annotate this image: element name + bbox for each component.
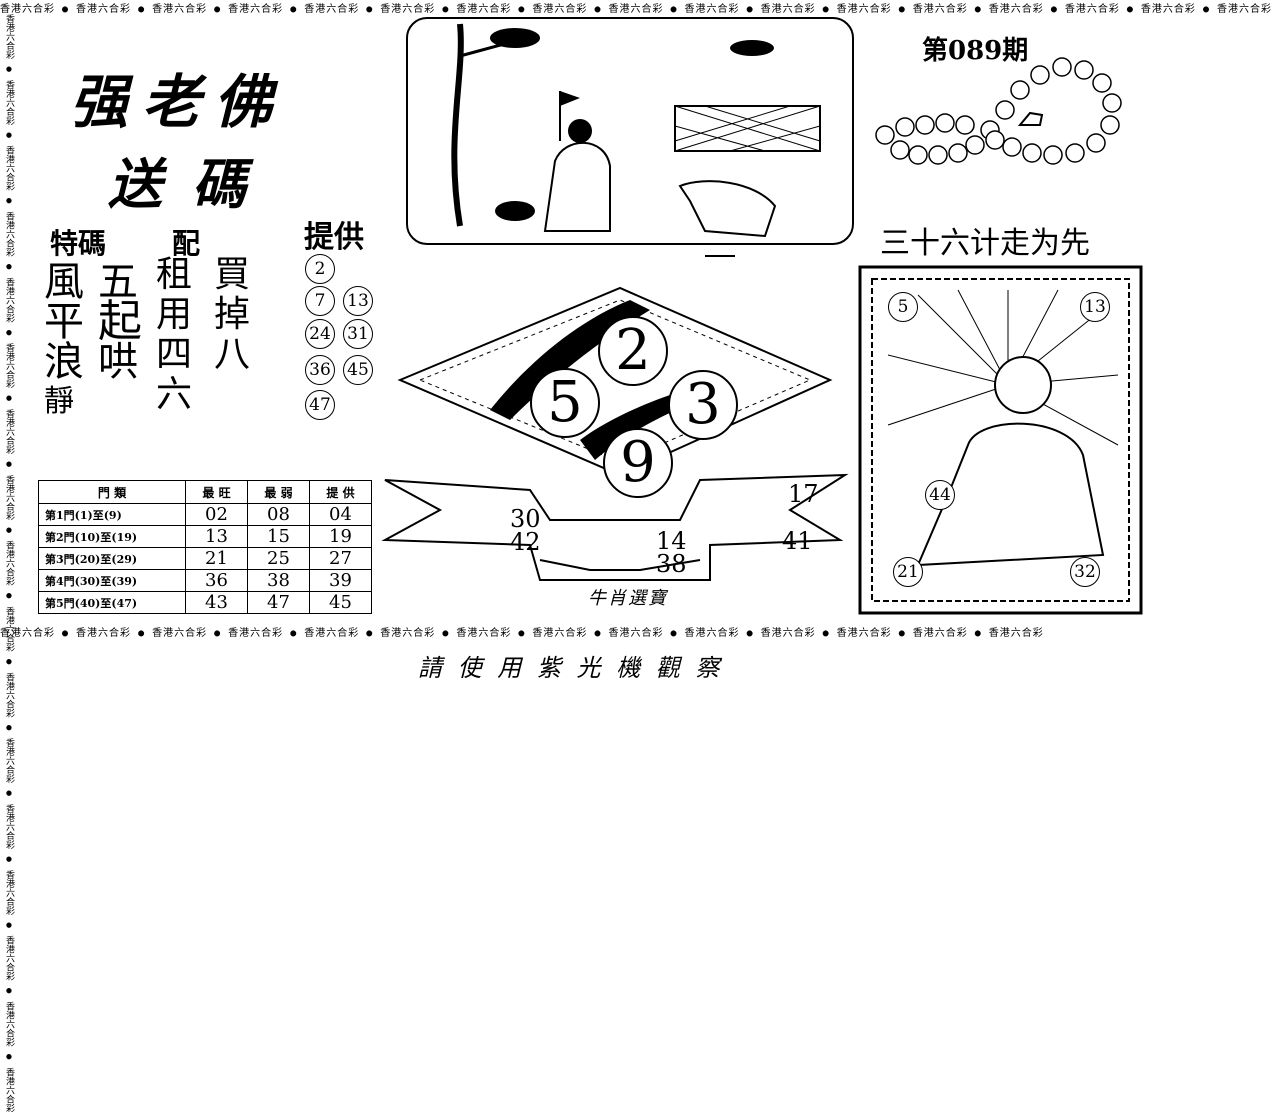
table-cell: 08 [247,503,310,526]
buddha-number: 5 [888,292,918,322]
lucky-ball: 5 [530,368,600,438]
poem-char: 起 [98,296,142,347]
table-row: 第2門(10)至(19) 13 15 19 [38,525,372,548]
table-cell: 13 [185,525,248,548]
table-cell: 第5門(40)至(47) [38,591,186,614]
poem-char: 五 [98,259,138,305]
poem-column-2: 五 起 哄 [98,262,148,382]
table-row: 第4門(30)至(39) 36 38 39 [38,569,372,592]
table-cell: 43 [185,591,248,614]
ribbon-seal: 牛肖選寶 [588,588,668,609]
poem-column-1: 風 平 浪 靜 [44,262,88,422]
table-cell: 47 [247,591,310,614]
story-illustration [406,17,854,257]
top-border-strip: 香港六合彩 ● 香港六合彩 ● 香港六合彩 ● 香港六合彩 ● 香港六合彩 ● … [0,4,1272,15]
ribbon-number: 38 [656,550,687,578]
provide-number: 13 [343,286,373,316]
poem-char: 哄 [98,339,138,385]
table-header: 提 供 [309,480,372,504]
provide-number: 7 [305,286,335,316]
table-cell: 02 [185,503,248,526]
provide-number: 47 [305,390,335,420]
gates-table: 門 類 最 旺 最 弱 提 供 第1門(1)至(9) 02 08 04 第2門(… [38,480,372,614]
poem-char: 八 [214,334,251,375]
buddha-number: 13 [1080,292,1110,322]
provide-number: 36 [305,355,335,385]
buddha-number: 32 [1070,557,1100,587]
bead-decoration [875,57,1122,165]
issue-number: 第089期 [922,36,1029,66]
table-header: 門 類 [38,480,186,504]
table-header: 最 弱 [247,480,310,504]
poem-char: 風 [44,259,84,305]
table-cell: 39 [309,569,372,592]
lucky-ball: 9 [603,428,673,498]
poem-column-4: 買 掉 八 [214,255,258,375]
footer-note: 請 使 用 紫 光 機 觀 察 [418,654,724,682]
table-cell: 第2門(10)至(19) [38,525,186,548]
ribbon-number: 30 [510,505,541,533]
poem-char: 用 [156,294,193,335]
table-header-row: 門 類 最 旺 最 弱 提 供 [38,480,372,504]
page-subtitle: 送碼 [108,152,276,216]
ribbon-number: 42 [510,528,541,556]
provide-number: 24 [305,319,335,349]
buddha-number: 44 [925,480,955,510]
provide-label: 提供 [304,220,364,255]
table-cell: 21 [185,547,248,570]
poem-char: 靜 [44,384,74,419]
left-border-strip: 香港六合彩 ● 香港六合彩 ● 香港六合彩 ● 香港六合彩 ● 香港六合彩 ● … [4,14,14,1112]
buddha-number: 21 [893,557,923,587]
provide-number: 31 [343,319,373,349]
table-header: 最 旺 [185,480,248,504]
table-row: 第5門(40)至(47) 43 47 45 [38,591,372,614]
poem-char: 六 [156,374,193,415]
ribbon-number: 14 [656,527,687,555]
ribbon-number: 41 [782,527,813,555]
table-cell: 38 [247,569,310,592]
buddha-panel [858,265,1143,615]
page-title: 强老佛 [70,68,287,136]
table-cell: 04 [309,503,372,526]
poem-char: 四 [156,334,193,375]
lucky-ball: 3 [668,370,738,440]
table-row: 第3門(20)至(29) 21 25 27 [38,547,372,570]
table-cell: 25 [247,547,310,570]
table-cell: 19 [309,525,372,548]
table-row: 第1門(1)至(9) 02 08 04 [38,503,372,526]
poem-char: 浪 [44,339,84,385]
table-cell: 45 [309,591,372,614]
pair-label: 配 [172,227,201,260]
table-cell: 第1門(1)至(9) [38,503,186,526]
table-cell: 36 [185,569,248,592]
provide-number: 45 [343,355,373,385]
poem-char: 掉 [214,294,251,335]
special-code-label: 特碼 [50,227,107,260]
ribbon-number: 17 [788,480,819,508]
poem-column-3: 租 用 四 六 [156,255,200,415]
poem-char: 租 [156,254,193,295]
poem-char: 買 [214,254,251,295]
table-cell: 第4門(30)至(39) [38,569,186,592]
provide-number: 2 [305,254,335,284]
ribbon-banner [381,473,849,581]
table-cell: 27 [309,547,372,570]
bottom-border-strip: 香港六合彩 ● 香港六合彩 ● 香港六合彩 ● 香港六合彩 ● 香港六合彩 ● … [0,628,1044,639]
slogan: 三十六计走为先 [880,226,1090,261]
poem-char: 平 [44,299,84,345]
lucky-ball: 2 [598,316,668,386]
table-cell: 15 [247,525,310,548]
table-cell: 第3門(20)至(29) [38,547,186,570]
